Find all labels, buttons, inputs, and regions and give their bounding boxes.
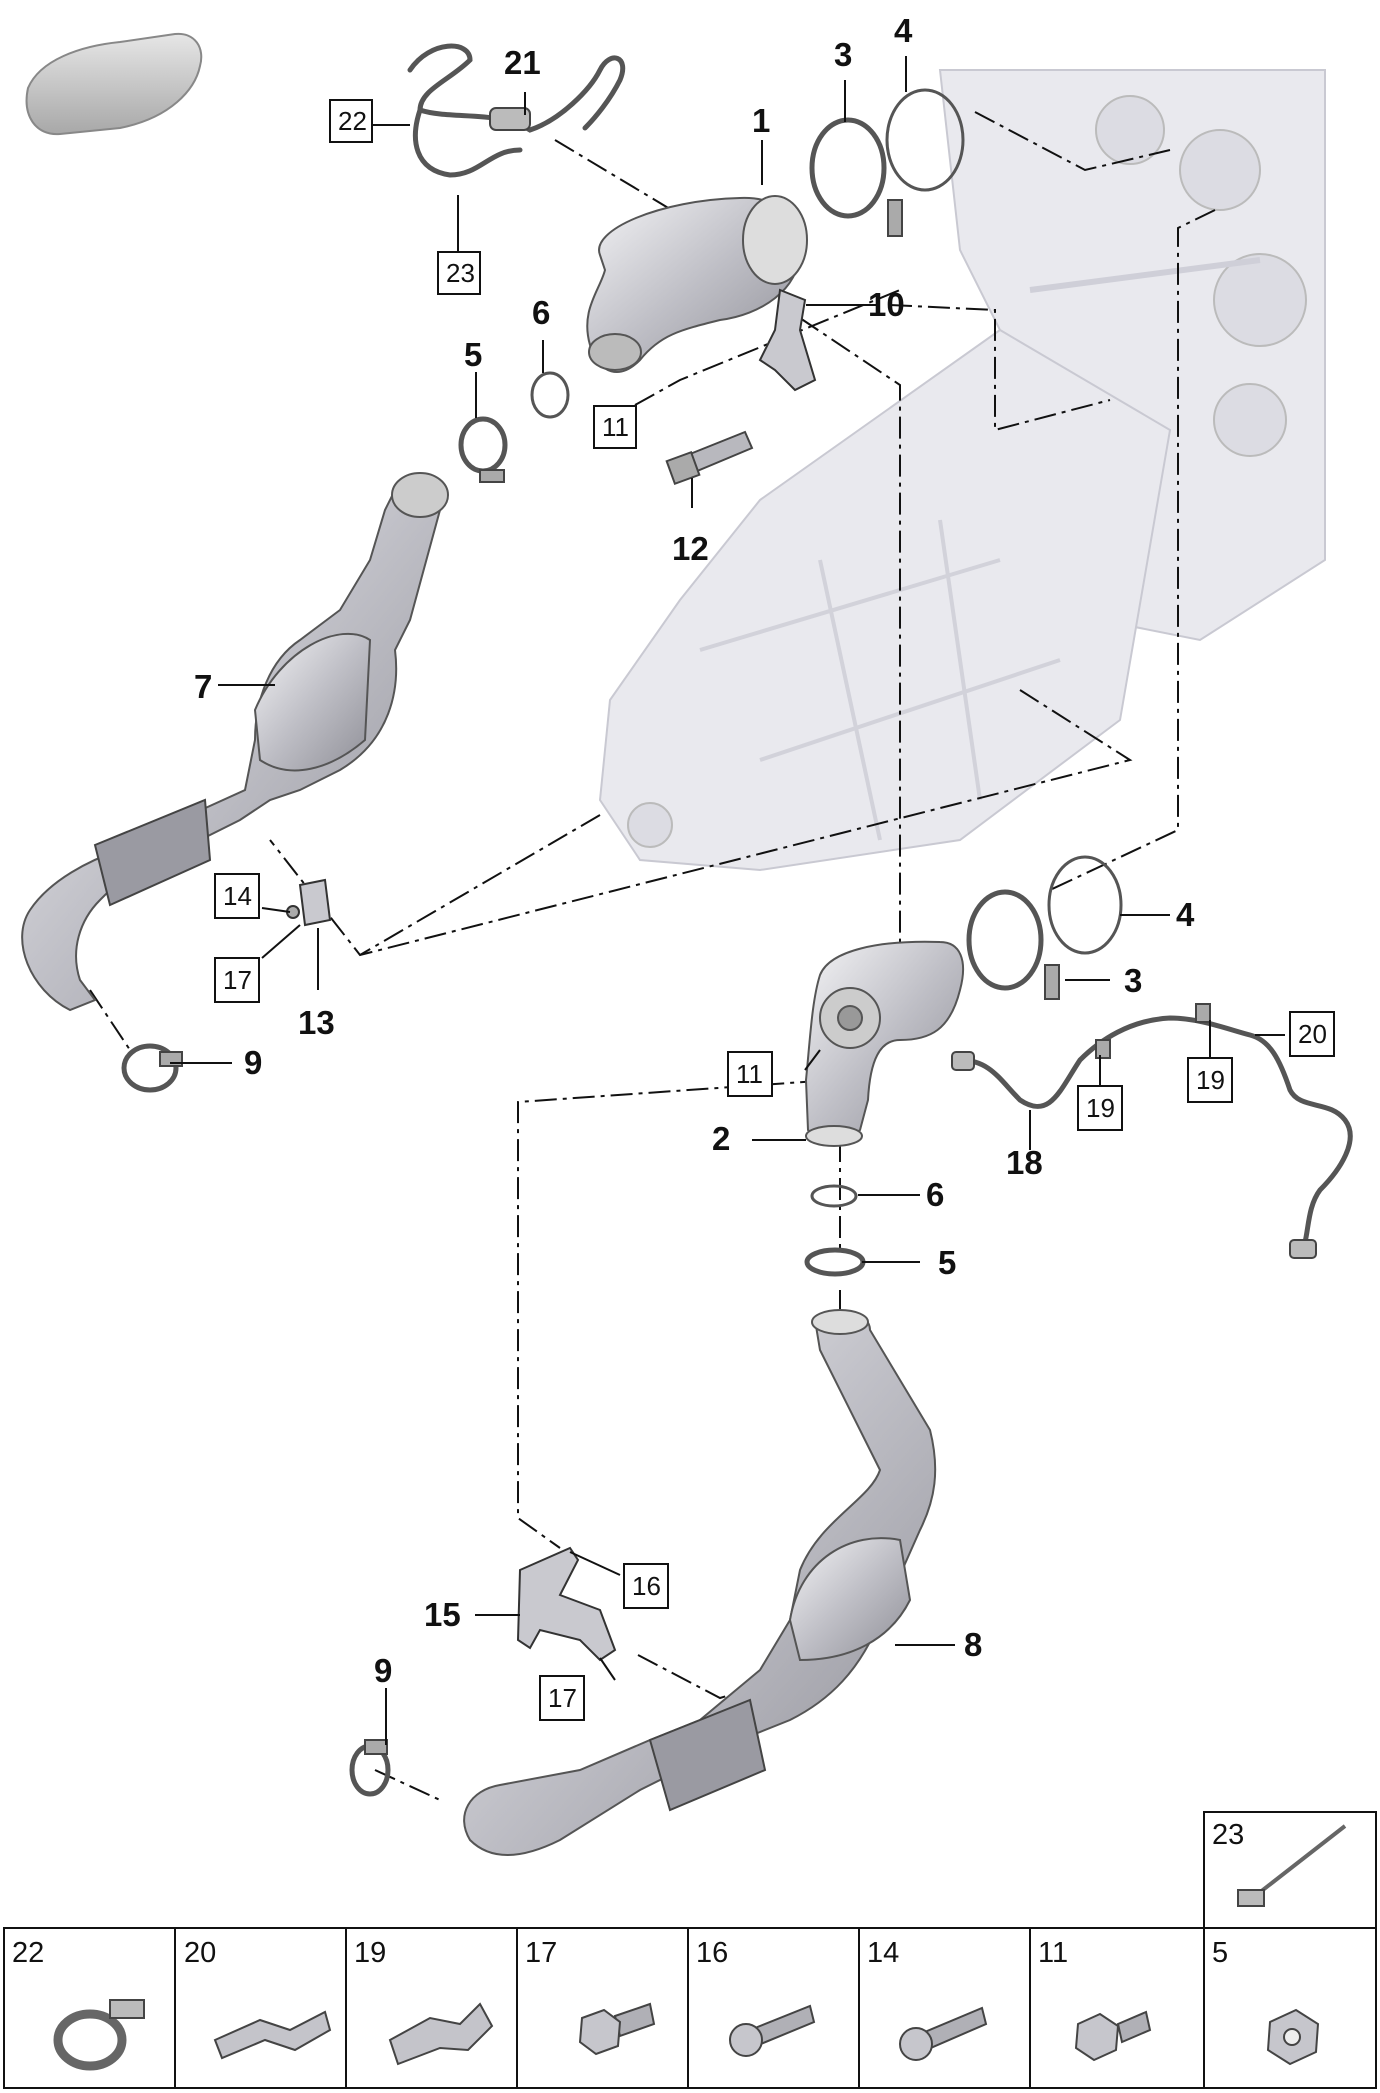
boxed-references: 22 23 11 14 17 11 19 19 xyxy=(214,99,1335,1721)
boxed-ref-14: 14 xyxy=(214,873,260,919)
callout-3-lower: 3 xyxy=(1124,962,1142,999)
svg-text:22: 22 xyxy=(12,1937,44,1969)
svg-text:14: 14 xyxy=(867,1937,899,1969)
hex-bolt-icon xyxy=(1074,2010,1152,2062)
hex-nut-icon xyxy=(1266,2008,1320,2066)
boxed-ref-17-upper: 17 xyxy=(214,957,260,1003)
bracket-part-15 xyxy=(516,1546,617,1662)
callout-9-right: 9 xyxy=(374,1652,392,1689)
parts-cell-19: 19 xyxy=(354,1937,494,2066)
callout-leaders xyxy=(170,56,1285,1745)
parts-cell-17: 17 xyxy=(525,1937,656,2056)
parts-cell-22: 22 xyxy=(12,1937,145,2071)
callout-6-lower: 6 xyxy=(926,1176,944,1213)
callout-15: 15 xyxy=(424,1596,461,1633)
callout-5-upper: 5 xyxy=(464,336,482,373)
parts-cell-23: 23 xyxy=(1212,1819,1347,1907)
torx-bolt-icon xyxy=(729,2004,816,2057)
hose-clamp-icon xyxy=(53,1999,145,2071)
oxygen-sensor-wire-upper xyxy=(407,43,626,178)
callout-12: 12 xyxy=(672,530,709,567)
vehicle-silhouette-icon xyxy=(25,32,203,136)
callout-3-upper: 3 xyxy=(834,36,852,73)
parts-cell-16: 16 xyxy=(696,1937,816,2057)
torx-bolt-icon xyxy=(899,2006,988,2061)
boxed-ref-19-left: 19 xyxy=(1077,1085,1123,1131)
wire-clip-icon xyxy=(213,2010,332,2060)
upper-small-clamp-5 xyxy=(458,416,508,483)
callout-13: 13 xyxy=(298,1004,335,1041)
svg-text:20: 20 xyxy=(1298,1019,1327,1049)
engine-transmission-illustration xyxy=(598,69,1326,872)
oxygen-sensor-wire-lower xyxy=(951,1003,1353,1259)
right-exhaust-pipe-8 xyxy=(463,1309,937,1856)
boxed-ref-11-lower: 11 xyxy=(727,1051,773,1097)
right-clamp-9 xyxy=(349,1739,391,1797)
svg-text:11: 11 xyxy=(1038,1937,1068,1969)
upper-seal-ring xyxy=(885,88,965,192)
lower-v-band-clamp xyxy=(966,889,1060,1000)
svg-text:11: 11 xyxy=(602,412,629,442)
lower-gasket-6 xyxy=(810,1184,858,1208)
left-clamp-9 xyxy=(121,1043,183,1093)
lower-catalytic-converter xyxy=(804,940,965,1147)
svg-text:23: 23 xyxy=(1212,1819,1244,1851)
svg-text:17: 17 xyxy=(548,1683,577,1713)
callout-10: 10 xyxy=(868,286,905,323)
hex-bolt-icon xyxy=(578,2002,656,2056)
boxed-ref-17-lower: 17 xyxy=(539,1675,585,1721)
lower-small-clamp-5 xyxy=(804,1247,866,1277)
bracket-part-10 xyxy=(758,288,817,392)
callout-6-upper: 6 xyxy=(532,294,550,331)
callout-numbers: 1 2 3 3 4 4 5 5 6 6 7 8 9 9 10 12 13 15 … xyxy=(194,12,1195,1689)
parts-cell-5: 5 xyxy=(1212,1937,1320,2066)
callout-1: 1 xyxy=(752,102,770,139)
upper-gasket-6 xyxy=(530,371,570,419)
svg-text:17: 17 xyxy=(223,965,252,995)
callout-8: 8 xyxy=(964,1626,982,1663)
cable-tie-icon xyxy=(1237,1824,1347,1907)
boxed-ref-19-right: 19 xyxy=(1187,1057,1233,1103)
boxed-ref-23: 23 xyxy=(437,251,481,295)
lower-seal-ring xyxy=(1047,855,1123,955)
svg-text:20: 20 xyxy=(184,1937,216,1969)
svg-text:11: 11 xyxy=(736,1059,763,1089)
callout-9-left: 9 xyxy=(244,1044,262,1081)
wire-clip-icon xyxy=(388,2002,494,2066)
boxed-ref-11-upper: 11 xyxy=(593,405,637,449)
boxed-ref-20: 20 xyxy=(1289,1011,1335,1057)
callout-18: 18 xyxy=(1006,1144,1043,1181)
svg-text:19: 19 xyxy=(354,1937,386,1969)
svg-text:17: 17 xyxy=(525,1937,557,1969)
svg-text:19: 19 xyxy=(1086,1093,1115,1123)
callout-4-upper: 4 xyxy=(894,12,913,49)
parts-cell-11: 11 xyxy=(1038,1937,1152,2062)
bolt-part-12 xyxy=(665,430,754,486)
left-exhaust-pipe-7 xyxy=(21,472,449,1012)
boxed-ref-16: 16 xyxy=(623,1563,669,1609)
boxed-ref-22: 22 xyxy=(329,99,373,143)
callout-4-lower: 4 xyxy=(1176,896,1195,933)
parts-table: 23 22 20 19 xyxy=(3,1811,1377,2089)
parts-cell-20: 20 xyxy=(184,1937,332,2060)
svg-text:19: 19 xyxy=(1196,1065,1225,1095)
parts-cell-14: 14 xyxy=(867,1937,988,2061)
upper-catalytic-converter xyxy=(586,195,808,373)
upper-v-band-clamp xyxy=(809,117,903,237)
svg-text:16: 16 xyxy=(632,1571,661,1601)
svg-text:22: 22 xyxy=(338,106,367,136)
svg-text:14: 14 xyxy=(223,881,252,911)
callout-21: 21 xyxy=(504,44,541,81)
callout-7: 7 xyxy=(194,668,212,705)
svg-text:5: 5 xyxy=(1212,1937,1228,1969)
svg-text:23: 23 xyxy=(446,258,475,288)
callout-5-lower: 5 xyxy=(938,1244,956,1281)
bracket-part-13 xyxy=(286,878,332,927)
svg-text:16: 16 xyxy=(696,1937,728,1969)
callout-2: 2 xyxy=(712,1120,730,1157)
